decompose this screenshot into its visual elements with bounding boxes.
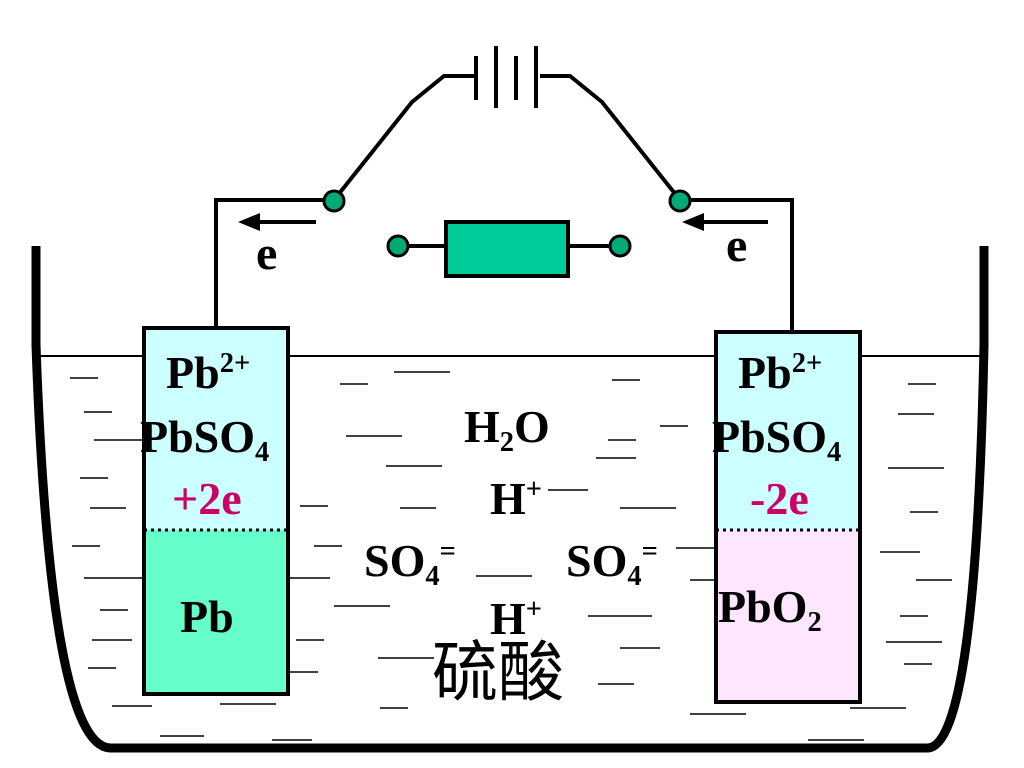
proton-label-bottom: H+: [490, 593, 543, 644]
right-electron-arrow: [682, 213, 768, 231]
right-terminal[interactable]: [668, 189, 692, 213]
water-label: H2O: [464, 401, 550, 458]
electron-label-left: e: [256, 227, 278, 280]
electron-label-right: e: [726, 219, 748, 272]
sulfate-label-right: SO4=: [566, 535, 658, 592]
left-electrode: [142, 326, 290, 696]
cathode-electrons-label: -2e: [750, 473, 809, 524]
left-terminal[interactable]: [322, 189, 346, 213]
proton-label-top: H+: [490, 473, 543, 524]
cathode-ion-label: Pb2+: [738, 347, 823, 398]
anode-salt-label: PbSO4: [140, 411, 270, 468]
cathode-oxide-label: PbO2: [718, 581, 822, 638]
resistor: [386, 220, 632, 278]
cathode-salt-label: PbSO4: [712, 411, 842, 468]
sulfate-label-left: SO4=: [364, 535, 456, 592]
beaker-outline: [31, 246, 989, 753]
battery-symbol: [474, 46, 538, 108]
right-electrode: [714, 330, 862, 704]
right-wire: [680, 198, 794, 332]
left-switch-arm: [332, 74, 474, 202]
left-electron-arrow: [238, 213, 316, 231]
anode-metal-label: Pb: [180, 591, 234, 642]
right-switch-arm: [540, 74, 682, 202]
anode-ion-label: Pb2+: [166, 347, 251, 398]
electrolyte-name-label: 硫酸: [432, 634, 564, 711]
electrolyte-ripples: [70, 371, 952, 741]
anode-electrons-label: +2e: [172, 473, 242, 524]
left-wire: [214, 198, 334, 330]
